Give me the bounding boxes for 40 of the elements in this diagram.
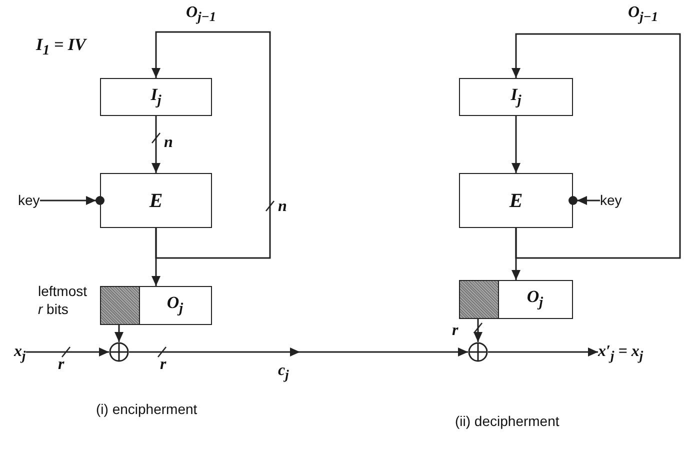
feedback-arrow (152, 31, 271, 259)
arrow (488, 348, 598, 356)
arrow (114, 325, 124, 342)
arrow (512, 116, 520, 173)
output-label: x′$_{j}$ = x$_{j}$ (598, 343, 644, 366)
box-label: O$_{j}$ (526, 288, 544, 311)
signal-label: r (452, 322, 458, 340)
feedback-arrow (512, 33, 681, 259)
arrow (474, 319, 482, 342)
register-box (100, 78, 212, 116)
signal-label: I$_{1}$ = IV (36, 36, 86, 60)
arrow (26, 348, 109, 356)
arrow (129, 348, 468, 356)
input-label: x$_{j}$ (14, 343, 26, 366)
box-label: I$_{j}$ (510, 86, 522, 108)
signal-label: n (164, 134, 173, 152)
arrow (568, 196, 600, 205)
arrow (152, 116, 160, 173)
xor-symbol (109, 342, 129, 362)
box-label: E (149, 190, 163, 212)
cipher-box (459, 173, 573, 228)
arrow (40, 196, 104, 205)
signal-label: r (160, 356, 166, 374)
cipher-box (100, 173, 212, 228)
signal-label: n (278, 198, 287, 216)
key-label: key (600, 191, 622, 209)
register-box (459, 78, 573, 116)
box-label: I$_{j}$ (150, 86, 162, 108)
caption-text: (ii) decipherment (455, 412, 560, 430)
output-register-box (459, 280, 573, 319)
annotation-text: leftmost r bits (38, 282, 88, 318)
output-register-box (100, 286, 212, 325)
box-label: O$_{j}$ (166, 294, 184, 317)
arrow (512, 228, 520, 280)
key-label: key (18, 191, 40, 209)
xor-symbol (468, 342, 488, 362)
arrow (152, 228, 160, 286)
signal-label: r (58, 356, 64, 374)
box-label: E (509, 190, 523, 212)
caption-text: (i) encipherment (96, 400, 198, 418)
